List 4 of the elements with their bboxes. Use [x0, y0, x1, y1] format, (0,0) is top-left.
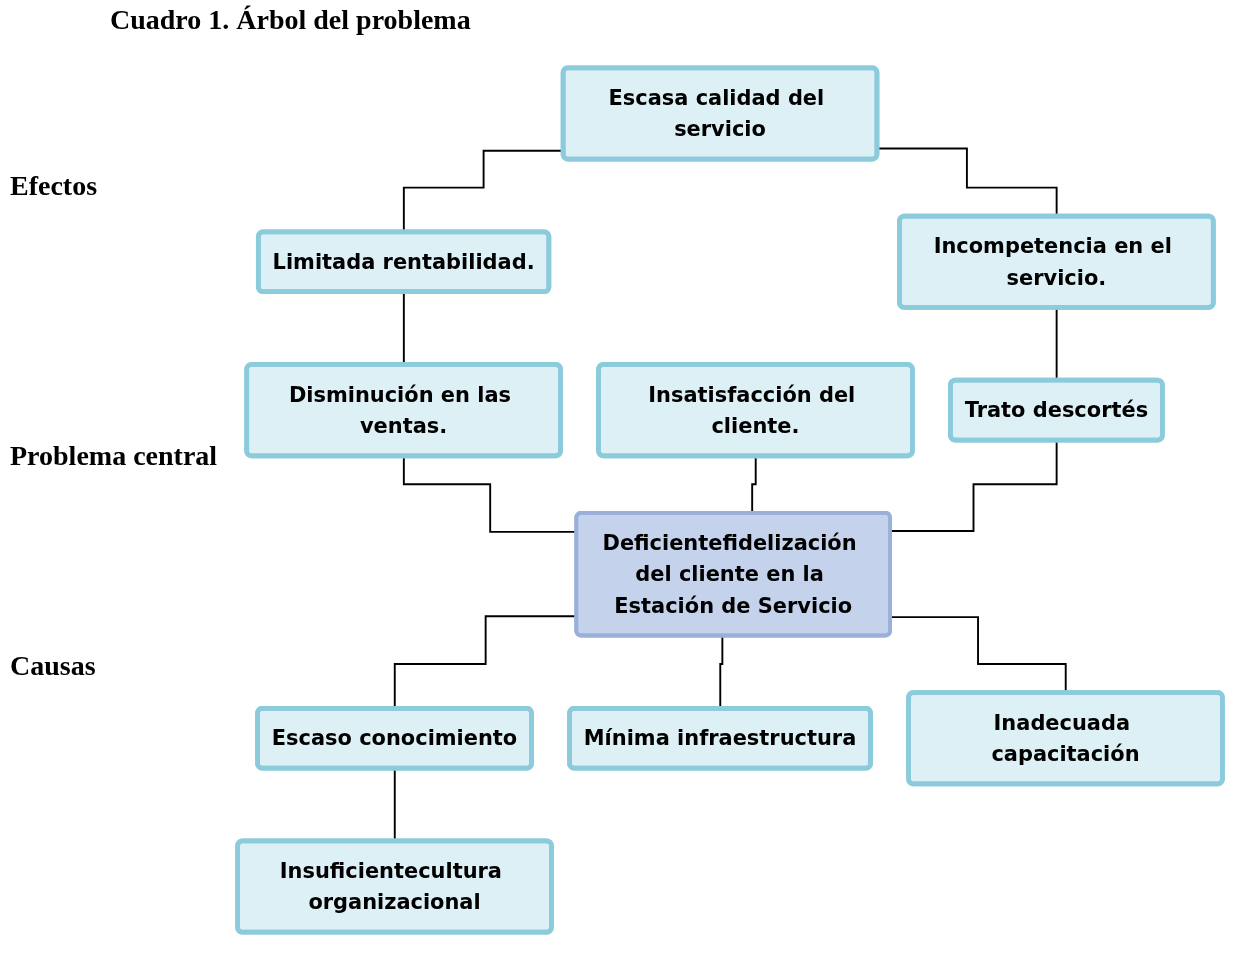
row-label: Problema central [10, 440, 218, 472]
row-label: Causas [10, 650, 96, 682]
diagram-title: Cuadro 1. Árbol del problema [110, 4, 471, 36]
row-label: Efectos [10, 170, 98, 202]
